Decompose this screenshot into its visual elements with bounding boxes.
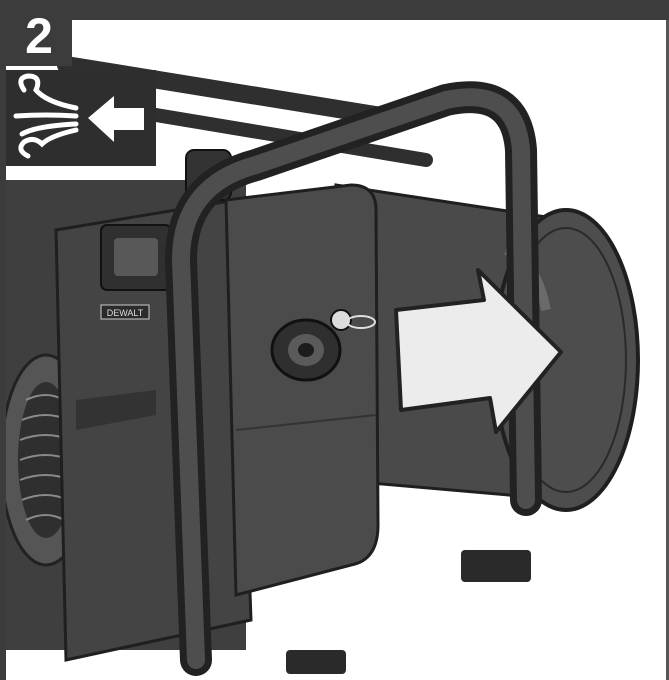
top-rule bbox=[0, 0, 669, 20]
left-rule bbox=[0, 0, 6, 680]
right-rule bbox=[666, 20, 669, 680]
safety-valve bbox=[330, 309, 376, 331]
control-panel: DEWALT bbox=[54, 149, 253, 662]
side-panel bbox=[224, 183, 380, 597]
air-outlet-coupler bbox=[270, 318, 342, 382]
step-number: 2 bbox=[6, 6, 72, 66]
rubber-feet bbox=[286, 550, 531, 674]
front-frame bbox=[165, 81, 542, 676]
brand-plate bbox=[100, 304, 150, 320]
air-intake-icon bbox=[6, 70, 156, 166]
brand-plate-label: DEWALT bbox=[107, 308, 144, 318]
compressor-illustration: DEWALT bbox=[6, 56, 640, 676]
pull-arrow bbox=[394, 268, 563, 434]
inward-arrow-icon bbox=[88, 96, 144, 142]
